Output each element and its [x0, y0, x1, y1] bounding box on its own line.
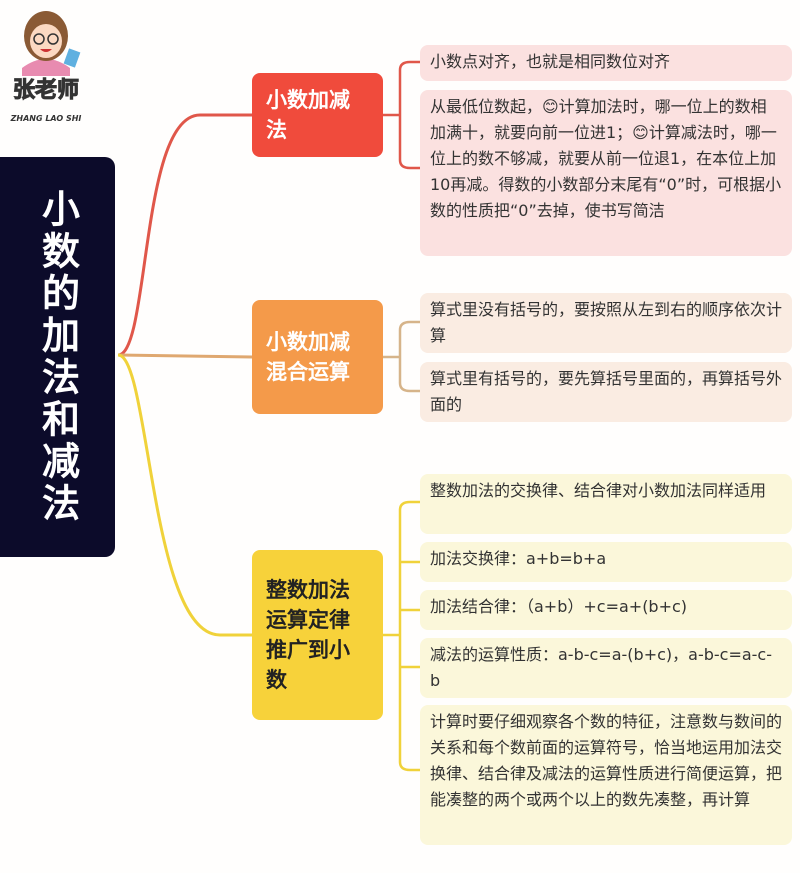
- connector-red-leaves: [383, 60, 420, 170]
- leaf-item: 小数点对齐，也就是相同数位对齐: [420, 45, 792, 81]
- connector-root-orange: [117, 353, 253, 359]
- root-title: 小数的加法和减法: [35, 189, 80, 525]
- leaf-item: 计算时要仔细观察各个数的特征，注意数与数间的关系和每个数前面的运算符号，恰当地运…: [420, 705, 792, 845]
- leaf-item: 算式里没有括号的，要按照从左到右的顺序依次计算: [420, 293, 792, 353]
- leaf-item: 算式里有括号的，要先算括号里面的，再算括号外面的: [420, 362, 792, 422]
- branch-label: 小数加减法: [266, 88, 350, 142]
- branch-node-decimal-add-subtract: 小数加减法: [252, 73, 383, 157]
- branch-node-mixed-operations: 小数加减混合运算: [252, 300, 383, 414]
- logo-name: 张老师: [12, 78, 79, 104]
- logo-subtitle: ZHANG LAO SHI: [10, 114, 82, 123]
- branch-label: 小数加减混合运算: [266, 330, 350, 384]
- leaf-item: 从最低位数起，😊计算加法时，哪一位上的数相加满十，就要向前一位进1；😊计算减法时…: [420, 90, 792, 256]
- connector-root-yellow: [117, 353, 252, 637]
- connector-yellow-leaves: [383, 500, 420, 772]
- leaf-item: 加法结合律：（a+b）+c=a+(b+c): [420, 590, 792, 630]
- branch-node-operation-laws: 整数加法运算定律推广到小数: [252, 550, 383, 720]
- teacher-avatar-icon: [22, 11, 81, 76]
- branch-label: 整数加法运算定律推广到小数: [266, 578, 350, 692]
- connector-root-red: [117, 113, 252, 357]
- leaf-item: 加法交换律：a+b=b+a: [420, 542, 792, 582]
- connector-orange-leaves: [383, 320, 420, 393]
- leaf-item: 减法的运算性质：a-b-c=a-(b+c)，a-b-c=a-c-b: [420, 638, 792, 698]
- logo: 张老师 ZHANG LAO SHI: [4, 4, 88, 132]
- root-node: 小数的加法和减法: [0, 157, 115, 557]
- leaf-item: 整数加法的交换律、结合律对小数加法同样适用: [420, 474, 792, 534]
